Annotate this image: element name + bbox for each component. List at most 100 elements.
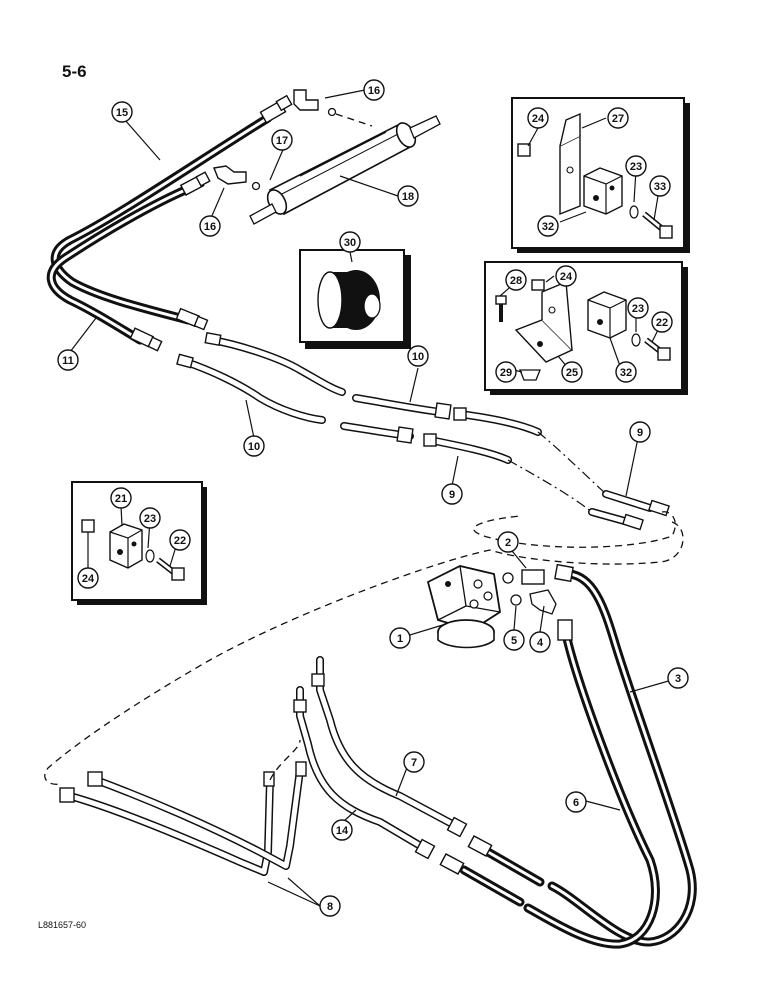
callout-b3_24: 24 (77, 567, 99, 589)
callout-label: 24 (560, 271, 573, 283)
callout-label: 10 (412, 351, 424, 363)
callout-circle (565, 791, 587, 813)
callout-circle (331, 819, 353, 841)
callout-circle (505, 269, 527, 291)
callout-circle (625, 155, 647, 177)
callout-circle (503, 629, 525, 651)
callout-circle (110, 487, 132, 509)
callout-label: 32 (620, 367, 632, 379)
callout-label: 4 (537, 637, 544, 649)
callout-c8: 8 (319, 895, 341, 917)
callout-label: 24 (532, 113, 545, 125)
tube-10-upper (204, 332, 346, 396)
figure-reference: L881657-60 (38, 920, 87, 930)
callout-circle (243, 435, 265, 457)
callout-c10b: 10 (243, 435, 265, 457)
hose-end-fittings-lower (439, 563, 574, 907)
tube-9 (423, 407, 670, 531)
callout-label: 22 (656, 317, 668, 329)
callout-b3_22: 22 (169, 529, 191, 551)
elbow-fitting-16-upper (293, 89, 337, 117)
callout-circle (649, 175, 671, 197)
callout-circle (319, 895, 341, 917)
callout-c30: 30 (339, 231, 361, 253)
hose-fittings-upper (129, 94, 293, 352)
callout-label: 32 (542, 221, 554, 233)
callout-circle (615, 361, 637, 383)
steering-valve-1 (426, 565, 501, 649)
callout-b1_23: 23 (625, 155, 647, 177)
callout-label: 23 (632, 303, 644, 315)
callout-label: 5 (511, 635, 517, 647)
callout-circle (77, 567, 99, 589)
callout-b2_23: 23 (627, 297, 649, 319)
bracket-box-mid-right (484, 261, 688, 395)
callout-label: 15 (116, 107, 128, 119)
callout-circle (495, 361, 517, 383)
callout-circle (529, 631, 551, 653)
tube-8 (59, 761, 307, 876)
callout-label: 6 (573, 797, 579, 809)
callout-label: 16 (204, 221, 216, 233)
callout-circle (139, 507, 161, 529)
callout-circle (527, 107, 549, 129)
callout-circle (271, 129, 293, 151)
callout-b1_24: 24 (527, 107, 549, 129)
callout-b2_28: 28 (505, 269, 527, 291)
callout-c7: 7 (403, 751, 425, 773)
callout-c9a: 9 (629, 421, 651, 443)
callout-circle (199, 215, 221, 237)
callout-circle (607, 107, 629, 129)
callout-label: 22 (174, 535, 186, 547)
callout-b1_27: 27 (607, 107, 629, 129)
callout-circle (339, 231, 361, 253)
callout-b2_22: 22 (651, 311, 673, 333)
callout-circle (667, 667, 689, 689)
callout-circle (407, 345, 429, 367)
callout-c18: 18 (397, 185, 419, 207)
callout-label: 2 (505, 537, 511, 549)
callout-b2_24: 24 (555, 265, 577, 287)
callout-c2: 2 (497, 531, 519, 553)
callout-b1_33: 33 (649, 175, 671, 197)
callout-circle (651, 311, 673, 333)
callout-c15: 15 (111, 101, 133, 123)
callout-c1: 1 (389, 627, 411, 649)
hose-6 (523, 629, 660, 949)
callout-circle (497, 531, 519, 553)
hose-11 (46, 183, 195, 345)
fittings-2-4-5 (502, 569, 557, 615)
callout-label: 21 (115, 493, 127, 505)
callout-label: 18 (402, 191, 414, 203)
callout-c16a: 16 (363, 79, 385, 101)
callout-circle (441, 483, 463, 505)
callout-circle (629, 421, 651, 443)
callout-c17: 17 (271, 129, 293, 151)
callout-label: 28 (510, 275, 522, 287)
steering-cylinder-18 (249, 115, 441, 225)
callout-label: 29 (500, 367, 512, 379)
elbow-fitting-16-lower (213, 165, 261, 191)
tube-7 (316, 656, 468, 838)
callout-c4: 4 (529, 631, 551, 653)
callout-label: 7 (411, 757, 417, 769)
callout-b3_21: 21 (110, 487, 132, 509)
callout-circle (403, 751, 425, 773)
callout-label: 17 (276, 135, 288, 147)
callout-label: 9 (637, 427, 643, 439)
callout-b2_32: 32 (615, 361, 637, 383)
callout-label: 23 (144, 513, 156, 525)
callout-label: 27 (612, 113, 624, 125)
callout-c3: 3 (667, 667, 689, 689)
callout-label: 16 (368, 85, 380, 97)
callout-circle (537, 215, 559, 237)
callout-label: 14 (336, 825, 349, 837)
callout-label: 11 (62, 355, 74, 367)
callout-circle (555, 265, 577, 287)
callout-label: 23 (630, 161, 642, 173)
hose-3 (547, 569, 697, 947)
callout-circle (627, 297, 649, 319)
hose-15 (50, 113, 273, 325)
